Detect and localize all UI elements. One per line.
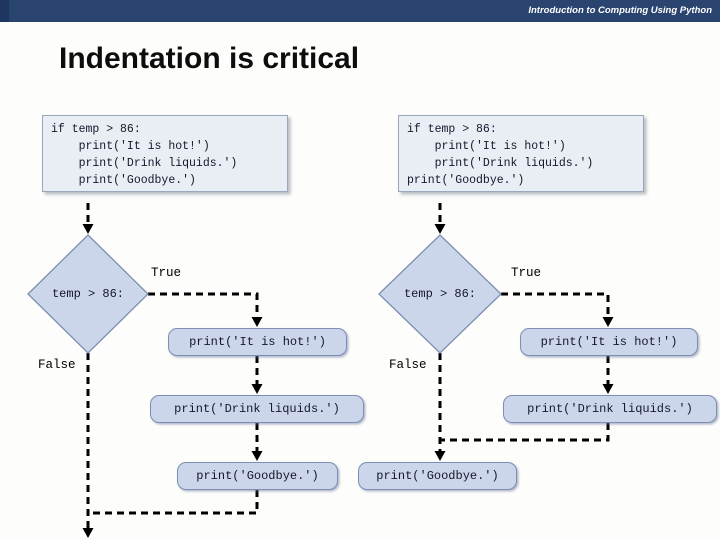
code-line: print('Goodbye.') [51, 174, 196, 187]
code-line: if temp > 86: [407, 123, 497, 136]
flow-line-true-right [501, 292, 610, 318]
code-box-indented: if temp > 86: print('It is hot!') print(… [42, 115, 288, 192]
code-line: if temp > 86: [51, 123, 141, 136]
flow-line-true-left [148, 292, 259, 318]
arrowhead-icon [251, 317, 263, 327]
arrowhead-icon [602, 384, 614, 394]
decision-diamond-right [378, 234, 502, 354]
page-title: Indentation is critical [59, 42, 360, 75]
arrowhead-icon [82, 528, 94, 538]
code-box-unindented: if temp > 86: print('It is hot!') print(… [398, 115, 644, 192]
process-box: print('It is hot!') [168, 328, 347, 356]
arrowhead-icon [251, 451, 263, 461]
arrowhead-icon [82, 224, 94, 234]
code-line: print('It is hot!') [51, 140, 210, 153]
process-box: print('It is hot!') [520, 328, 698, 356]
header-accent-strip [0, 0, 9, 22]
arrowhead-icon [434, 224, 446, 234]
flow-line-b2-merge-right [440, 423, 610, 442]
true-branch-label: True [151, 266, 182, 280]
process-box: print('Goodbye.') [177, 462, 338, 490]
arrowhead-icon [434, 451, 446, 461]
condition-label: temp > 86: [403, 287, 476, 301]
condition-label: temp > 86: [51, 287, 124, 301]
false-branch-label: False [38, 358, 76, 372]
false-branch-label: False [389, 358, 427, 372]
code-line: print('Drink liquids.') [407, 157, 594, 170]
code-line: print('Goodbye.') [407, 174, 525, 187]
true-branch-label: True [511, 266, 542, 280]
decision-diamond-left [27, 234, 149, 354]
process-box: print('Drink liquids.') [150, 395, 364, 423]
flow-line-b3-merge-left [88, 490, 259, 515]
header-bar: Introduction to Computing Using Python [0, 0, 720, 22]
code-line: print('Drink liquids.') [51, 157, 238, 170]
arrowhead-icon [251, 384, 263, 394]
process-box: print('Goodbye.') [358, 462, 517, 490]
code-line: print('It is hot!') [407, 140, 566, 153]
course-title: Introduction to Computing Using Python [528, 5, 712, 16]
arrowhead-icon [602, 317, 614, 327]
process-box: print('Drink liquids.') [503, 395, 717, 423]
